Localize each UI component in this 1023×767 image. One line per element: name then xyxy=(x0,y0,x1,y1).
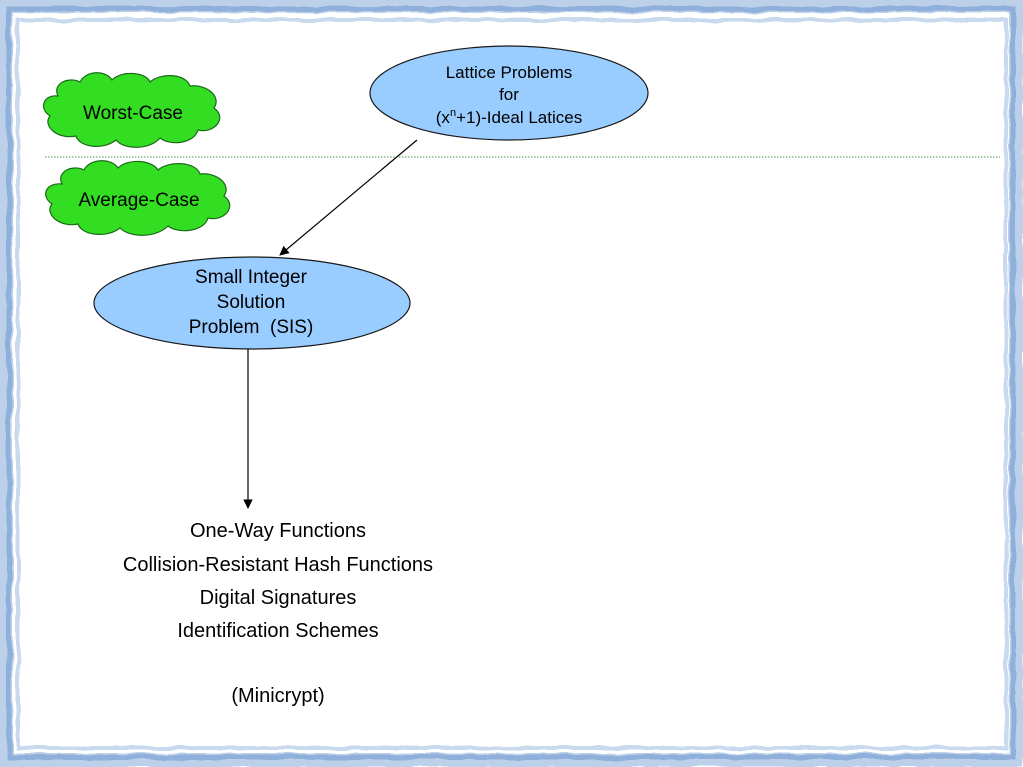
lattice-line-1: Lattice Problems xyxy=(446,63,573,82)
minicrypt-label: (Minicrypt) xyxy=(231,685,324,707)
lattice-line-3-sup: n xyxy=(450,107,456,119)
average-case-label: Average-Case xyxy=(78,190,199,211)
worst-case-label: Worst-Case xyxy=(83,103,183,124)
application-item: Collision-Resistant Hash Functions xyxy=(123,554,433,576)
lattice-line-3-suffix: +1)-Ideal Latices xyxy=(456,108,582,127)
lattice-line-3: (xn+1)-Ideal Latices xyxy=(436,107,582,127)
applications-list: One-Way Functions Collision-Resistant Ha… xyxy=(123,520,433,707)
lattice-line-2: for xyxy=(499,85,519,104)
average-case-cloud: Average-Case xyxy=(45,160,231,236)
application-item: Digital Signatures xyxy=(200,587,357,609)
sis-line-2: Solution xyxy=(217,292,286,313)
lattice-line-3-prefix: (x xyxy=(436,108,451,127)
lattice-problems-node: Lattice Problems for (xn+1)-Ideal Latice… xyxy=(369,45,649,141)
worst-case-cloud: Worst-Case xyxy=(42,72,221,148)
arrow-lattice-to-sis xyxy=(279,139,418,256)
application-item: Identification Schemes xyxy=(177,620,378,642)
application-item: One-Way Functions xyxy=(190,520,366,542)
sis-line-1: Small Integer xyxy=(195,267,308,288)
sis-line-3: Problem (SIS) xyxy=(189,317,314,338)
sis-node: Small Integer Solution Problem (SIS) xyxy=(93,256,411,350)
